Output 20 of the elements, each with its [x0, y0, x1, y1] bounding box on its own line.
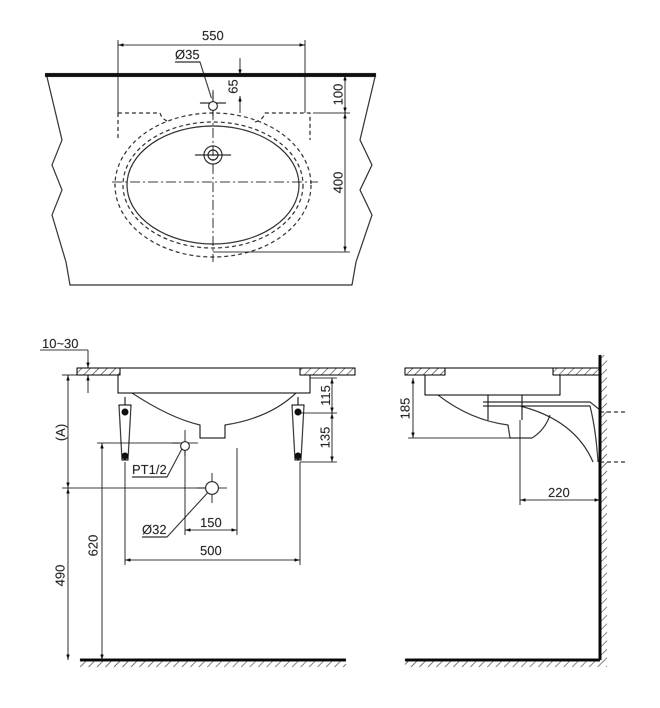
dimension-value: 10~30 [42, 336, 79, 351]
dimension-value: 115 [317, 384, 332, 406]
leader-line [174, 62, 212, 99]
callout-text: Ø32 [142, 522, 167, 537]
dimension-value: 550 [202, 28, 224, 43]
dimension-value: 490 [52, 564, 68, 586]
dimension-value: 620 [85, 534, 100, 556]
callout-text: PT1/2 [132, 462, 167, 477]
dimension-value: 500 [200, 543, 222, 558]
dimension-value: 220 [548, 485, 570, 500]
dimension-value: 400 [330, 171, 346, 193]
dimension-value: 65 [226, 78, 241, 94]
dimension-value: 150 [200, 515, 222, 530]
dimension-value: (A) [52, 423, 68, 441]
dimension-value: 185 [397, 397, 412, 419]
leader-line [132, 446, 184, 478]
dimension-value: 135 [317, 426, 332, 448]
leader-line [142, 492, 208, 538]
dimension-value: 100 [330, 83, 346, 105]
callout-text: Ø35 [175, 47, 200, 62]
